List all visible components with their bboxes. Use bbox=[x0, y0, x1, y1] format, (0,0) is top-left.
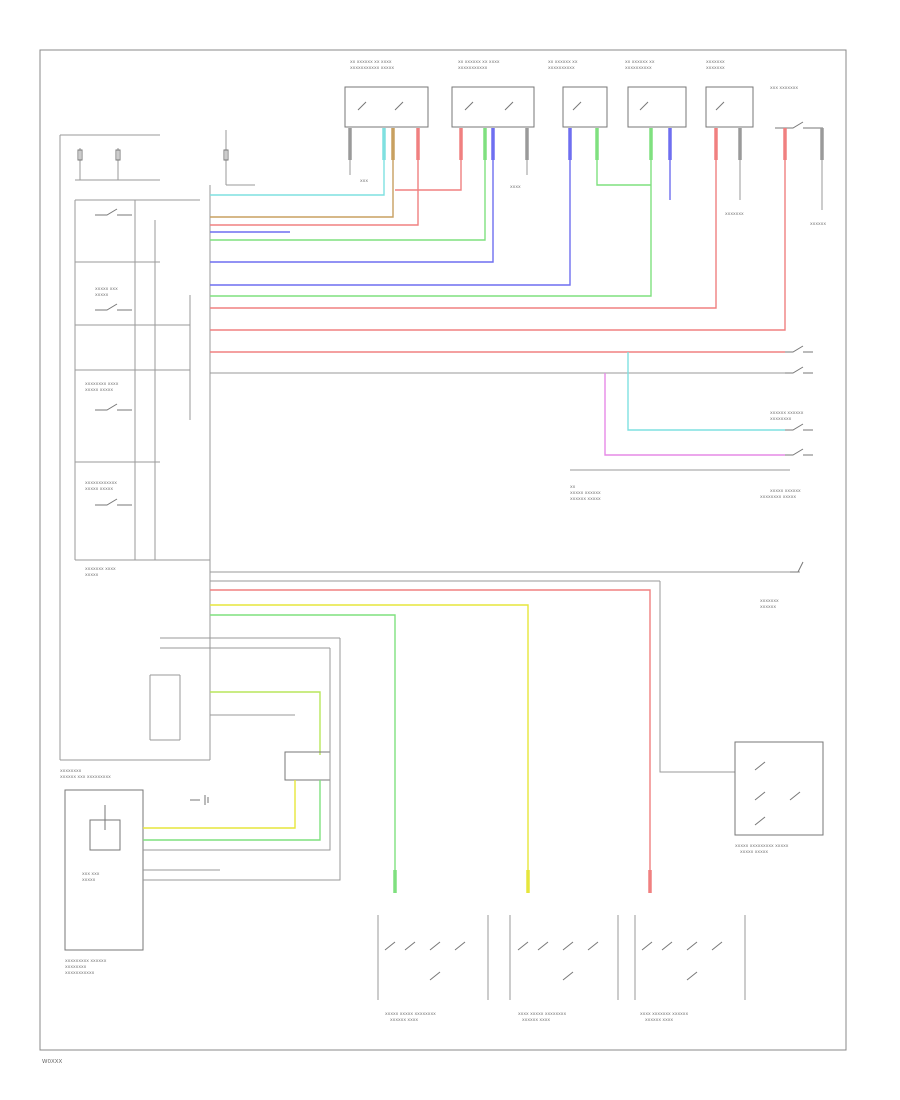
svg-text:xxxxxxxx xxxx: xxxxxxxx xxxx bbox=[85, 382, 119, 387]
svg-text:xxxxx: xxxxx bbox=[82, 878, 96, 883]
fuse-box-left bbox=[59, 134, 160, 760]
svg-text:xxxxxx xxx xxxxxxxxx: xxxxxx xxx xxxxxxxxx bbox=[60, 775, 111, 780]
svg-text:xx xxxxxx xx xxxx: xx xxxxxx xx xxxx bbox=[350, 60, 392, 65]
svg-text:xxxxxxxxxx: xxxxxxxxxx bbox=[625, 66, 652, 71]
svg-text:xxxxxxx: xxxxxxx bbox=[725, 212, 744, 217]
svg-text:xxx xxxxxxx: xxx xxxxxxx bbox=[770, 86, 798, 91]
svg-text:xxxxxxxxxxxx: xxxxxxxxxxxx bbox=[85, 481, 117, 486]
svg-text:xxxxx xxxxx xxxxxxxx: xxxxx xxxxx xxxxxxxx bbox=[385, 1012, 436, 1017]
svg-text:xxxxx xxx: xxxxx xxx bbox=[95, 287, 118, 292]
svg-text:xxxxxx xxxx: xxxxxx xxxx bbox=[645, 1018, 673, 1023]
top-switch-3: xx xxxxxx xx xxxxxxxxxx bbox=[548, 60, 608, 128]
svg-text:xxxxx: xxxxx bbox=[95, 293, 109, 298]
svg-text:xxx xxx: xxx xxx bbox=[82, 872, 100, 877]
svg-text:xxxxxx xxxxx: xxxxxx xxxxx bbox=[570, 497, 601, 502]
svg-text:xxxxxxxx: xxxxxxxx bbox=[65, 965, 87, 970]
svg-text:xxxxxxxxxxx: xxxxxxxxxxx bbox=[458, 66, 488, 71]
control-module: xxxxxxxx xxxxxx xxx xxxxxxxxx bbox=[60, 185, 211, 780]
ground-symbols-top: xxx xxxx xxxxxxx xxxxxx bbox=[349, 160, 826, 227]
svg-text:xxxxx: xxxxx bbox=[85, 573, 99, 578]
wires-lower: xxxxxxx xxxxxx bbox=[210, 561, 804, 880]
svg-text:xxxxx xxxxxxxxx xxxxx: xxxxx xxxxxxxxx xxxxx bbox=[735, 844, 789, 849]
svg-text:xxxxxxxx xxxxx: xxxxxxxx xxxxx bbox=[760, 495, 796, 500]
svg-text:xxxxx xxxxxx: xxxxx xxxxxx bbox=[570, 491, 601, 496]
svg-text:xx xxxxxx xx xxxx: xx xxxxxx xx xxxx bbox=[458, 60, 500, 65]
combination-module: xxx xxx xxxxx xxxxxxxxx xxxxxx xxxxxxxx … bbox=[64, 789, 144, 976]
svg-text:xxxxxxx xxxx: xxxxxxx xxxx bbox=[85, 567, 116, 572]
svg-text:xxxxxxxx: xxxxxxxx bbox=[770, 417, 792, 422]
svg-text:xx xxxxxx xx: xx xxxxxx xx bbox=[625, 60, 655, 65]
wires-upper bbox=[210, 160, 786, 331]
svg-text:xxxxx xxxxx: xxxxx xxxxx bbox=[85, 388, 113, 393]
top-switch-1: xx xxxxxx xx xxxx xxxxxxxxxxx xxxxx bbox=[344, 60, 429, 128]
svg-text:xxxxxx: xxxxxx bbox=[760, 605, 776, 610]
svg-text:xxxx xxxxx xxxxxxxx: xxxx xxxxx xxxxxxxx bbox=[518, 1012, 566, 1017]
diagram-frame bbox=[39, 49, 847, 1051]
svg-text:xxxxx xxxxx: xxxxx xxxxx bbox=[740, 850, 768, 855]
svg-text:xxxxx xxxxx: xxxxx xxxxx bbox=[85, 487, 113, 492]
svg-text:xxxxxx: xxxxxx bbox=[810, 222, 826, 227]
svg-text:xxxxxxx: xxxxxxx bbox=[706, 60, 725, 65]
bottom-switch-3: xxxx xxxxxxx xxxxxx xxxxxx xxxx bbox=[634, 915, 746, 1023]
top-switch-4: xx xxxxxx xx xxxxxxxxxx bbox=[625, 60, 687, 128]
svg-text:xxxxxx xxxx: xxxxxx xxxx bbox=[522, 1018, 550, 1023]
svg-text:xxxxxxxxxx: xxxxxxxxxx bbox=[548, 66, 575, 71]
right-switch-box: xxxxx xxxxxxxxx xxxxx xxxxx xxxxx bbox=[734, 741, 824, 855]
bottom-switch-2: xxxx xxxxx xxxxxxxx xxxxxx xxxx bbox=[509, 915, 619, 1023]
svg-text:xxxxx xxxxxx: xxxxx xxxxxx bbox=[770, 489, 801, 494]
top-switch-6: xxx xxxxxxx bbox=[770, 86, 823, 129]
svg-text:xxxxxxxxx xxxxxx: xxxxxxxxx xxxxxx bbox=[65, 959, 107, 964]
svg-text:xx: xx bbox=[570, 485, 576, 490]
wires-middle: xxxxxx xxxxxx xxxxxxxx xxxxx xxxxxx xxxx… bbox=[210, 345, 813, 502]
svg-text:xxxx: xxxx bbox=[510, 185, 521, 190]
svg-text:xxx: xxx bbox=[360, 179, 368, 184]
bottom-switch-1: xxxxx xxxxx xxxxxxxx xxxxxx xxxx bbox=[377, 915, 489, 1023]
top-switch-2: xx xxxxxx xx xxxx xxxxxxxxxxx bbox=[451, 60, 535, 128]
top-switch-5: xxxxxxx xxxxxxx bbox=[705, 60, 754, 128]
svg-text:xxxx xxxxxxx xxxxxx: xxxx xxxxxxx xxxxxx bbox=[640, 1012, 688, 1017]
svg-text:xx xxxxxx xx: xx xxxxxx xx bbox=[548, 60, 578, 65]
relay-column-left: xxxxx xxx xxxxx xxxxxxxx xxxx xxxxx xxxx… bbox=[74, 199, 210, 578]
svg-text:xxxxxxxxxxx xxxxx: xxxxxxxxxxx xxxxx bbox=[350, 66, 394, 71]
svg-text:xxxxxx xxxxxx: xxxxxx xxxxxx bbox=[770, 411, 804, 416]
footer-code: W0XXX bbox=[42, 1059, 62, 1065]
svg-text:xxxxxxx: xxxxxxx bbox=[760, 599, 779, 604]
svg-text:xxxxxxxx: xxxxxxxx bbox=[60, 769, 82, 774]
module-lower-wires bbox=[143, 638, 341, 881]
svg-text:xxxxxxx: xxxxxxx bbox=[706, 66, 725, 71]
fuse-top-middle bbox=[223, 130, 255, 186]
connector-stubs-bottom bbox=[393, 870, 652, 893]
svg-text:xxxxxx xxxx: xxxxxx xxxx bbox=[390, 1018, 418, 1023]
connector-stubs-top bbox=[348, 128, 824, 160]
svg-text:xxxxxxxxxxx: xxxxxxxxxxx bbox=[65, 971, 95, 976]
connector-block bbox=[149, 637, 340, 741]
